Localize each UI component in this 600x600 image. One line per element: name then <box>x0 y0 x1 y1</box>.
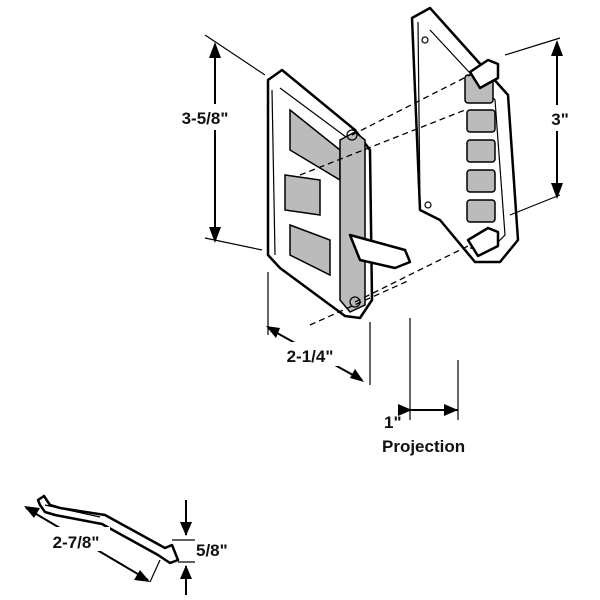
latch-bar <box>36 494 180 565</box>
grip-ribs <box>464 74 496 223</box>
alignment-line-bottom <box>354 244 471 303</box>
dimension-label-latch-height: 5/8" <box>196 541 228 560</box>
dimension-label-projection: Projection <box>382 437 465 456</box>
latch-arm <box>348 233 412 270</box>
foam-pad <box>339 131 366 313</box>
dimension-handle-height: 3-5/8" <box>160 34 266 251</box>
dimension-latch-height: 5/8" <box>172 500 228 595</box>
back-handle-plate <box>410 6 520 264</box>
alignment-line-projection <box>309 279 411 326</box>
dimension-handle-width: 2-1/4" <box>266 272 371 385</box>
mounting-post-top <box>468 58 500 90</box>
front-handle <box>266 68 412 320</box>
mounting-post-bottom <box>466 226 500 258</box>
dimension-label-handle-height: 3-5/8" <box>182 109 229 128</box>
dimension-label-projection-value: 1" <box>384 413 402 432</box>
alignment-line-top <box>351 74 471 136</box>
dimension-mount-spacing: 3" <box>504 37 580 216</box>
dimension-label-handle-width: 2-1/4" <box>287 347 334 366</box>
dimension-label-latch-length: 2-7/8" <box>53 533 100 552</box>
dimension-label-mount-spacing: 3" <box>551 110 569 129</box>
dimension-latch-length: 2-7/8" <box>24 506 161 583</box>
dimension-projection: 1" Projection <box>382 318 465 456</box>
